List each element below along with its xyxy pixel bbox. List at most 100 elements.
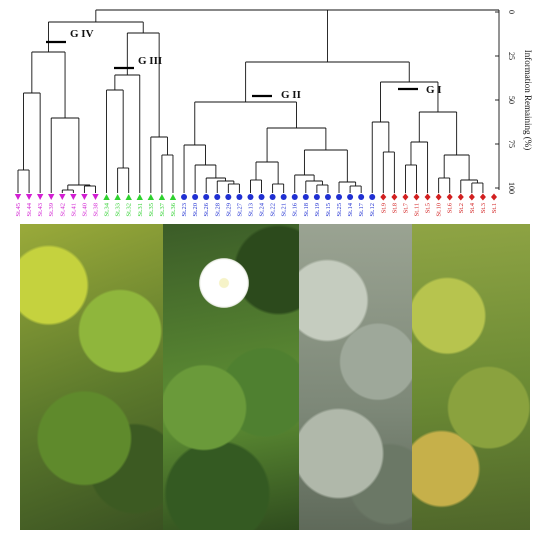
leaf-label: St.35 [148,203,155,217]
leaf-label: St.21 [281,203,288,217]
leaf-label: St.28 [214,203,221,217]
axis-tick-label: 0 [507,10,516,14]
leaf-label: St.31 [137,203,144,217]
leaf-label: St.23 [181,203,188,217]
leaf-marker [181,194,188,200]
leaf-marker [192,194,199,200]
leaf-marker [324,194,331,200]
leaf-label: St.8 [391,203,398,213]
leaf-marker [313,194,320,200]
leaf-marker [225,194,232,200]
leaf-label: St.40 [81,203,88,217]
photo-strip [20,224,530,530]
photo-yellow-shrub [20,224,163,530]
leaf-marker [114,194,121,200]
leaf-marker [103,194,110,200]
leaf-label: St.22 [270,203,277,217]
leaf-label: St.29 [225,203,232,217]
leaf-label: St.33 [115,203,122,217]
leaf-marker [36,194,44,200]
photo-tall-grass [412,224,530,530]
axis-tick-label: 50 [507,96,516,104]
leaf-marker [81,194,88,200]
photo-white-flower [163,224,299,530]
leaf-label: St.27 [236,202,243,216]
leaf-marker [14,194,22,200]
leaf-label: St.4 [469,202,476,213]
leaf-label: St.32 [126,203,133,217]
leaf-marker [468,193,475,201]
leaf-marker [136,194,143,200]
leaf-marker [258,194,265,200]
leaf-marker [391,193,398,201]
leaf-marker [269,194,276,200]
leaf-label: St.42 [59,203,66,217]
group-label-g2: G II [281,89,301,101]
axis-tick-label: 100 [507,182,516,194]
leaf-markers [14,193,497,201]
leaf-marker [214,194,221,200]
leaf-label: St.7 [402,202,409,213]
leaf-marker [424,193,431,201]
leaf-marker [435,193,442,201]
axis-tick-label: 25 [507,52,516,60]
leaf-label: St.24 [259,202,266,216]
group-label-g3: G III [138,55,162,67]
leaf-marker [59,194,66,200]
group-label-g4: G IV [70,28,94,40]
leaf-marker [147,194,155,200]
leaf-marker [125,194,132,200]
leaf-marker [347,194,354,200]
leaf-label: St.16 [292,202,299,216]
leaf-label: St.39 [48,203,55,217]
leaf-marker [25,194,33,200]
leaf-marker [280,194,287,200]
leaf-label: St.37 [159,202,166,216]
leaf-label: St.26 [203,202,210,216]
leaf-marker [380,193,387,201]
photo-grey-leaves [299,224,412,530]
leaf-marker [158,194,166,200]
leaf-marker [203,194,210,200]
leaf-marker [302,194,309,200]
leaf-marker [236,194,243,200]
leaf-label: St.14 [347,202,354,216]
axis-tick-label: 75 [507,140,516,148]
leaf-marker [169,194,177,200]
leaf-marker [479,193,486,201]
leaf-label: St.38 [92,203,99,217]
leaf-marker [70,194,77,200]
group-cut-lines [46,40,418,98]
leaf-label: St.6 [447,202,454,213]
leaf-label: St.10 [436,203,443,217]
leaf-label: St.19 [314,203,321,217]
leaf-label: St.15 [325,203,332,217]
leaf-label: St.45 [15,203,22,217]
leaf-label: St.12 [369,203,376,217]
leaf-label: St.3 [480,203,487,213]
leaf-label: St.11 [414,203,421,216]
leaf-marker [92,194,99,200]
leaf-label: St.2 [458,203,465,213]
leaf-marker [291,194,298,200]
leaf-label: St.5 [425,203,432,213]
leaf-marker [336,194,343,200]
dendrogram-tree [17,9,499,193]
leaf-marker [457,193,464,201]
leaf-label: St.18 [303,203,310,217]
leaf-marker [358,194,365,200]
leaf-label: St.43 [37,203,44,217]
leaf-marker [491,193,497,201]
leaf-marker [48,194,55,200]
leaf-label: St.9 [380,203,387,213]
axis-ticks: 0 25 50 75 100 [495,10,516,194]
group-label-g1: G I [426,84,442,96]
leaf-label: St.44 [26,202,33,216]
flower-icon [197,256,251,310]
leaf-marker [413,193,420,201]
leaf-label: St.34 [104,202,111,216]
leaf-label: St.25 [336,203,343,217]
leaf-label: St.1 [491,203,498,213]
